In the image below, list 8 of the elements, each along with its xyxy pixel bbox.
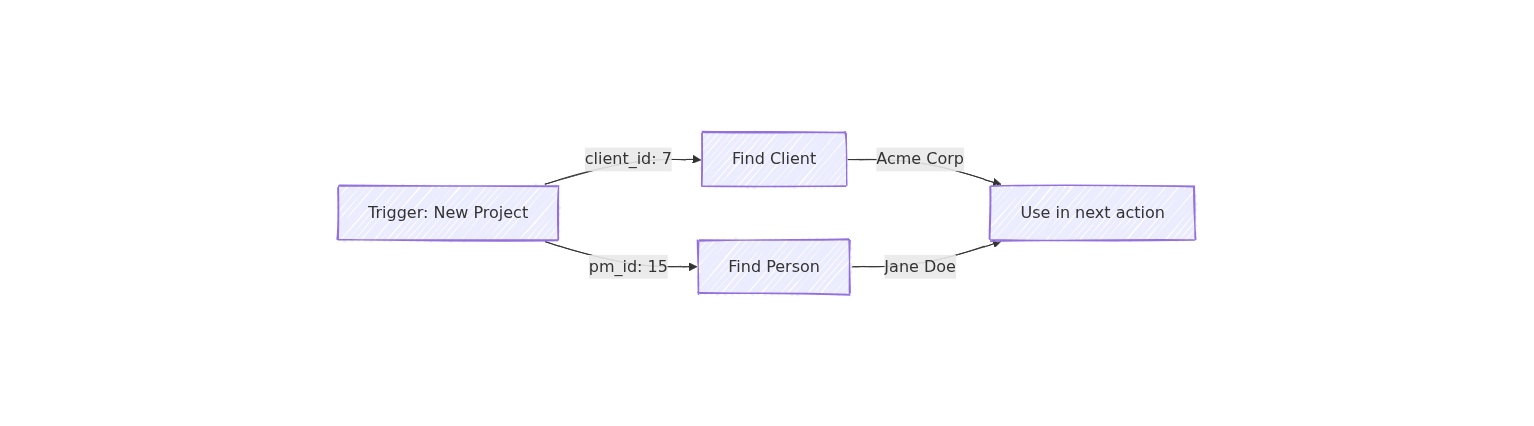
- node-text: Trigger: New Project: [368, 202, 529, 222]
- edge-label: Acme Corp: [876, 149, 965, 169]
- node-text: Use in next action: [1020, 202, 1166, 222]
- node-text: Find Person: [728, 256, 821, 276]
- edge-label: client_id: 7: [584, 149, 673, 169]
- node-text: Find Client: [732, 149, 817, 169]
- edge-label: pm_id: 15: [588, 256, 669, 276]
- edge-label: Jane Doe: [884, 256, 957, 276]
